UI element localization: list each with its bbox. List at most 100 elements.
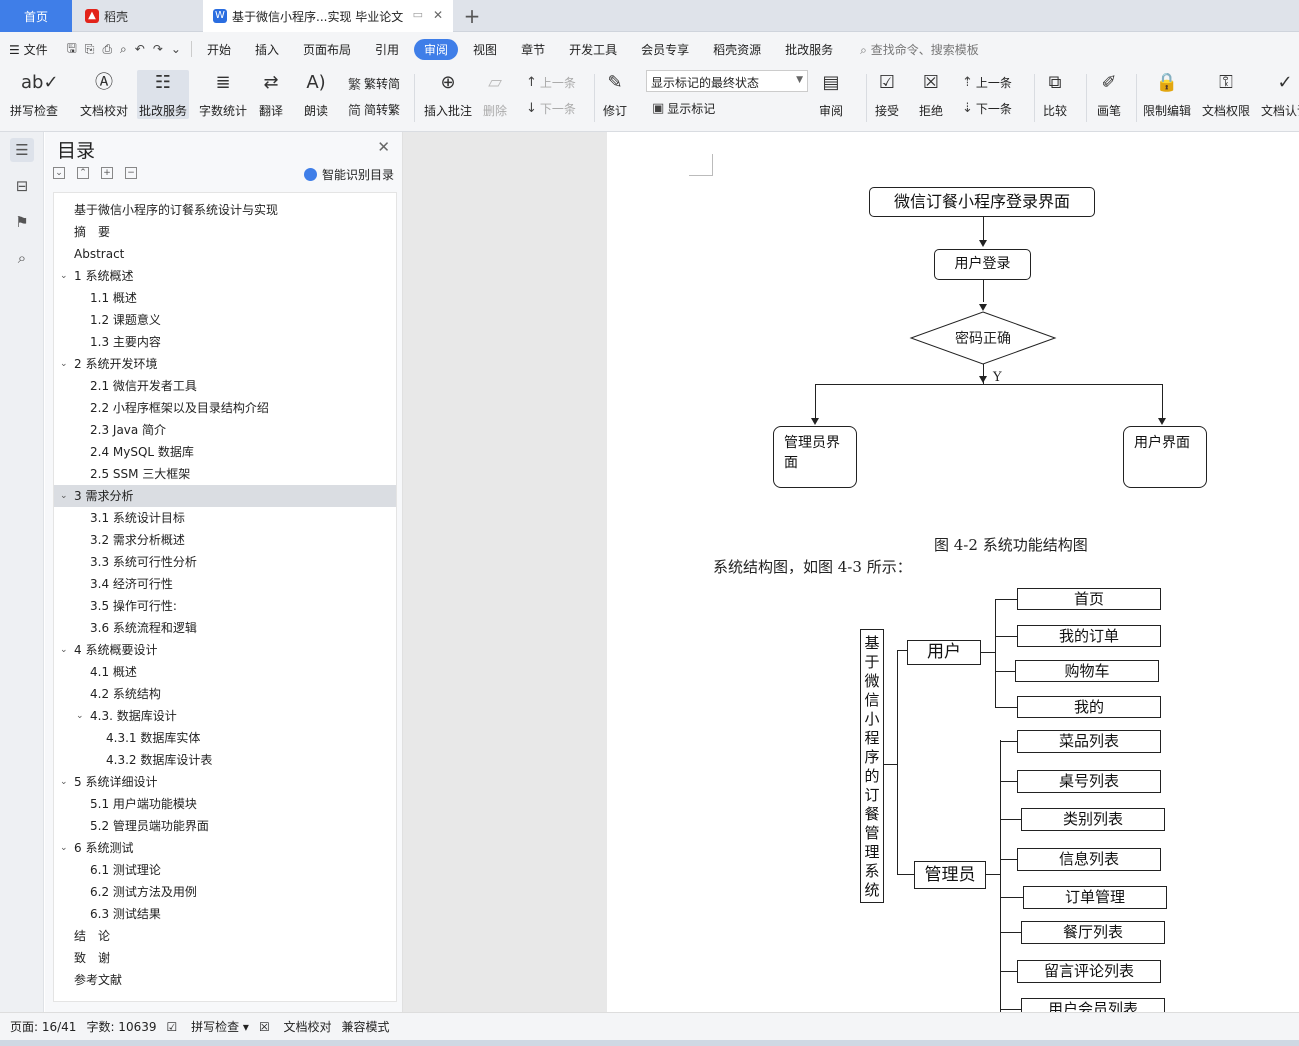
close-icon[interactable]: ✕ [377, 138, 390, 156]
review-pane-button[interactable]: ▤审阅 [818, 70, 844, 119]
menu-item[interactable]: 会员专享 [641, 42, 690, 57]
toc-item[interactable]: 2.1 微信开发者工具 [54, 375, 396, 397]
trad-to-simp-button[interactable]: 繁繁转简 [348, 74, 400, 93]
menu-item[interactable]: 视图 [473, 42, 498, 57]
page-indicator[interactable]: 页面: 16/41 [10, 1020, 77, 1034]
toc-item[interactable]: ⌄4 系统概要设计 [54, 639, 396, 661]
menu-item[interactable]: 批改服务 [785, 42, 834, 57]
export-pdf-icon[interactable]: ⎘ [84, 41, 95, 56]
expand-all-icon[interactable]: ⌄ [53, 167, 65, 179]
menu-item[interactable]: 开发工具 [569, 42, 618, 57]
menu-item[interactable]: 审阅 [414, 38, 459, 60]
nav-pane-icon[interactable]: ⊟ [15, 177, 29, 195]
chevron-down-icon[interactable]: ⌄ [60, 645, 68, 655]
toc-item[interactable]: 3.6 系统流程和逻辑 [54, 617, 396, 639]
toc-item[interactable]: 1.3 主要内容 [54, 331, 396, 353]
toc-item[interactable]: 2.4 MySQL 数据库 [54, 441, 396, 463]
menu-item[interactable]: 插入 [254, 42, 279, 57]
chevron-down-icon[interactable]: ⌄ [76, 711, 84, 721]
toc-item[interactable]: 参考文献 [54, 969, 396, 991]
doc-cert-button[interactable]: ✓文档认证 [1261, 70, 1299, 119]
toc-item[interactable]: Abstract [54, 243, 396, 265]
toc-item[interactable]: 3.5 操作可行性: [54, 595, 396, 617]
smart-toc-button[interactable]: 智能识别目录 [303, 166, 394, 183]
close-tab-icon[interactable]: ✕ [432, 8, 443, 22]
next-comment-button[interactable]: ↓下一条 [526, 100, 576, 117]
toc-item[interactable]: ⌄5 系统详细设计 [54, 771, 396, 793]
menu-item[interactable]: 引用 [375, 42, 400, 57]
chevron-down-icon[interactable]: ⌄ [60, 359, 68, 369]
toc-item[interactable]: 6.3 测试结果 [54, 903, 396, 925]
toc-item[interactable]: ⌄6 系统测试 [54, 837, 396, 859]
save-icon[interactable]: 🖫 [66, 40, 77, 55]
toc-item[interactable]: 6.1 测试理论 [54, 859, 396, 881]
chevron-down-icon[interactable]: ⌄ [60, 491, 68, 501]
reject-button[interactable]: ☒拒绝 [918, 70, 944, 119]
search-icon[interactable]: ⌕ [17, 249, 27, 267]
toc-item[interactable]: 3.4 经济可行性 [54, 573, 396, 595]
toc-item[interactable]: 2.5 SSM 三大框架 [54, 463, 396, 485]
toc-item[interactable]: 4.3.2 数据库设计表 [54, 749, 396, 771]
monitor-icon[interactable]: ▭ [412, 8, 423, 21]
undo-icon[interactable]: ↶ [134, 42, 145, 56]
prev-comment-button[interactable]: ↑上一条 [526, 74, 576, 91]
correct-service-button[interactable]: ☷批改服务 [137, 70, 190, 119]
toc-icon[interactable]: ☰ [10, 138, 34, 162]
quick-access-dropdown-icon[interactable]: ⌄ [170, 42, 181, 56]
print-icon[interactable]: ⎙ [102, 41, 113, 56]
toc-item[interactable]: 6.2 测试方法及用例 [54, 881, 396, 903]
toc-item[interactable]: 5.2 管理员端功能界面 [54, 815, 396, 837]
restrict-edit-button[interactable]: 🔒限制编辑 [1143, 70, 1191, 119]
toc-item[interactable]: ⌄1 系统概述 [54, 265, 396, 287]
menu-item[interactable]: 稻壳资源 [713, 42, 762, 57]
word-count-button[interactable]: ≣字数统计 [199, 70, 247, 119]
insert-comment-button[interactable]: ⊕插入批注 [424, 70, 472, 119]
spell-check-status[interactable]: ☑ 拼写检查 ▾ [166, 1020, 249, 1034]
chevron-down-icon[interactable]: ⌄ [60, 843, 68, 853]
toc-item[interactable]: 2.2 小程序框架以及目录结构介绍 [54, 397, 396, 419]
pen-button[interactable]: ✐画笔 [1096, 70, 1122, 119]
toc-item[interactable]: ⌄3 需求分析 [54, 485, 396, 507]
read-aloud-button[interactable]: A)朗读 [303, 70, 329, 119]
add-heading-icon[interactable]: + [101, 167, 113, 179]
toc-item[interactable]: 3.1 系统设计目标 [54, 507, 396, 529]
toc-item[interactable]: 4.3.1 数据库实体 [54, 727, 396, 749]
delete-comment-button[interactable]: ▱删除 [482, 70, 508, 119]
word-count-status[interactable]: 字数: 10639 [86, 1020, 157, 1034]
markup-state-select[interactable]: 显示标记的最终状态▼ [646, 70, 808, 92]
tab-home[interactable]: 首页 [0, 0, 72, 32]
redo-icon[interactable]: ↷ [152, 42, 163, 56]
toc-item[interactable]: 3.2 需求分析概述 [54, 529, 396, 551]
toc-item[interactable]: 4.1 概述 [54, 661, 396, 683]
bookmark-icon[interactable]: ⚑ [15, 213, 29, 231]
document-page[interactable]: 微信订餐小程序登录界面 用户登录 密码正确 Y 管理员界面 用户界面 图 4-2… [607, 132, 1299, 1012]
compare-button[interactable]: ⧉比较 [1042, 70, 1068, 119]
collapse-all-icon[interactable]: ⌃ [77, 167, 89, 179]
prev-change-button[interactable]: ⇡上一条 [962, 74, 1012, 91]
accept-button[interactable]: ☑接受 [874, 70, 900, 119]
simp-to-trad-button[interactable]: 简简转繁 [348, 100, 400, 119]
toc-item[interactable]: 致 谢 [54, 947, 396, 969]
show-markup-button[interactable]: ▣显示标记 [652, 100, 715, 117]
print-preview-icon[interactable]: ⌕ [120, 41, 127, 56]
tab-daoke[interactable]: ▲稻壳 [73, 0, 201, 32]
doc-proof-status[interactable]: ☒ 文档校对 [258, 1020, 332, 1034]
toc-item[interactable]: 摘 要 [54, 221, 396, 243]
toc-item[interactable]: 结 论 [54, 925, 396, 947]
remove-heading-icon[interactable]: − [125, 167, 137, 179]
toc-item[interactable]: 1.2 课题意义 [54, 309, 396, 331]
new-tab-button[interactable]: + [463, 4, 481, 28]
menu-item[interactable]: 页面布局 [303, 42, 352, 57]
toc-item[interactable]: 2.3 Java 简介 [54, 419, 396, 441]
menu-item[interactable]: 章节 [521, 42, 546, 57]
menu-item[interactable]: 开始 [206, 42, 231, 57]
toc-item[interactable]: ⌄2 系统开发环境 [54, 353, 396, 375]
toc-item[interactable]: ⌄4.3. 数据库设计 [54, 705, 396, 727]
toc-item[interactable]: 4.2 系统结构 [54, 683, 396, 705]
track-changes-button[interactable]: ✎修订 [602, 70, 628, 119]
file-menu[interactable]: ☰ 文件 [9, 42, 48, 57]
toc-item[interactable]: 5.1 用户端功能模块 [54, 793, 396, 815]
toc-item[interactable]: 1.1 概述 [54, 287, 396, 309]
